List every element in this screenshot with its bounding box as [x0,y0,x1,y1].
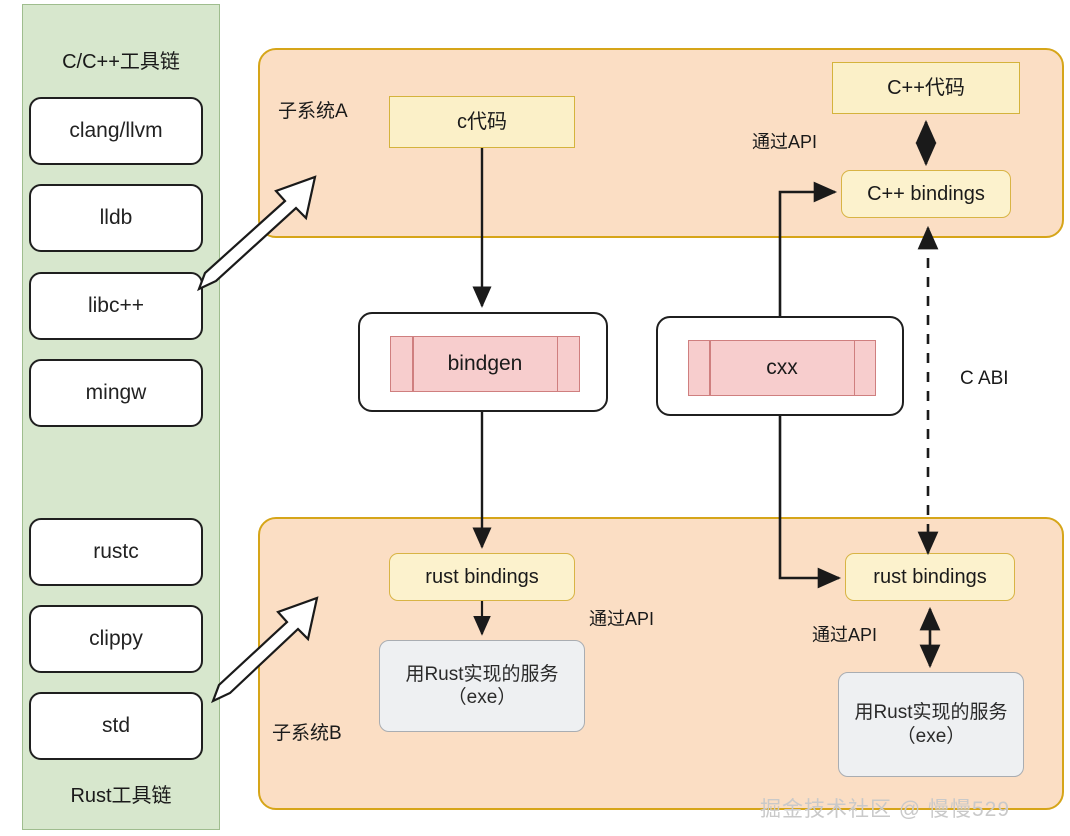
tool-box-libcpp[interactable]: libc++ [29,272,203,340]
cxx-left-bar [709,341,711,395]
cpp-code-label: C++代码 [887,76,965,99]
rust-service-line1: 用Rust实现的服务 [405,663,559,685]
c-abi-label: C ABI [960,368,1009,389]
rust-bindings-left-box[interactable]: rust bindings [389,553,575,601]
cxx-outer[interactable]: cxx [656,316,904,416]
cxx-label: cxx [766,356,798,379]
tool-box-lldb[interactable]: lldb [29,184,203,252]
tool-label: mingw [85,381,147,404]
tool-box-clang-llvm[interactable]: clang/llvm [29,97,203,165]
tool-box-mingw[interactable]: mingw [29,359,203,427]
bindgen-right-bar [556,337,558,391]
rust-service-right-box[interactable]: 用Rust实现的服务 （exe） [838,672,1024,777]
cpp-bindings-label: C++ bindings [867,182,985,205]
tool-label: rustc [93,540,139,563]
cxx-box: cxx [688,340,876,396]
bindgen-box: bindgen [390,336,580,392]
bindgen-left-bar [412,337,414,391]
subsystem-b-right-api-label: 通过API [812,625,878,645]
rust-bindings-label: rust bindings [873,565,987,588]
rust-bindings-right-box[interactable]: rust bindings [845,553,1015,601]
watermark: 掘金技术社区 @ 慢慢529 [760,798,1011,821]
rust-bindings-label: rust bindings [425,565,539,588]
tool-box-clippy[interactable]: clippy [29,605,203,673]
subsystem-b-label: 子系统B [272,723,342,744]
rust-service-line1: 用Rust实现的服务 [854,702,1008,724]
c-code-label: c代码 [457,110,507,133]
tool-label: lldb [99,206,133,229]
cxx-right-bar [853,341,855,395]
tool-box-std[interactable]: std [29,692,203,760]
tool-label: libc++ [87,294,145,317]
tool-box-rustc[interactable]: rustc [29,518,203,586]
cpp-bindings-box[interactable]: C++ bindings [841,170,1011,218]
tool-label: clippy [89,627,143,650]
cpp-code-box[interactable]: C++代码 [832,62,1020,114]
cpp-toolchain-title: C/C++工具链 [62,51,180,73]
subsystem-b-left-api-label: 通过API [589,609,655,629]
bindgen-label: bindgen [447,352,523,375]
subsystem-a-api-label: 通过API [752,132,818,152]
rust-service-line2: （exe） [447,687,517,708]
rust-service-line2: （exe） [896,725,966,747]
bindgen-outer[interactable]: bindgen [358,312,608,412]
tool-label: std [101,714,130,737]
rust-service-left-box[interactable]: 用Rust实现的服务 （exe） [379,640,585,732]
rust-toolchain-title: Rust工具链 [70,785,172,807]
subsystem-a-label: 子系统A [278,101,348,122]
tool-label: clang/llvm [69,119,163,142]
c-code-box[interactable]: c代码 [389,96,575,148]
